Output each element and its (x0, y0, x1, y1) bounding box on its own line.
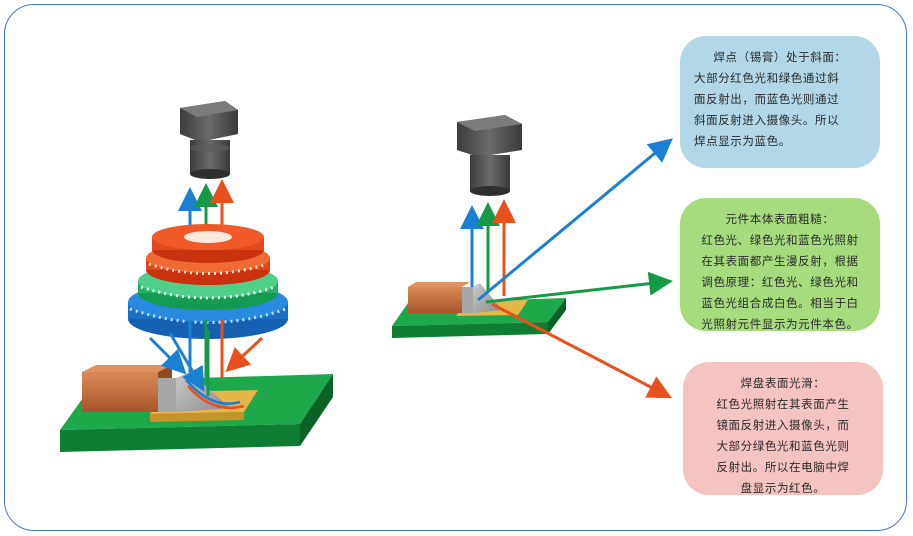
note-component-body: 元件本体表面粗糙： 红色光、绿色光和蓝色光照射 在其表面都产生漫反射，根据 调色… (680, 198, 880, 331)
note-line: 蓝色光组合成白色。相当于白 (701, 296, 859, 310)
note-line: 镜面反射进入摄像头，而 (716, 418, 850, 432)
incident-rays-left (148, 330, 264, 410)
note-line: 调色原理：红色光、绿色光和 (701, 275, 859, 289)
note-line: 盘显示为红色。 (740, 481, 826, 495)
reflected-rays-right (477, 138, 673, 399)
note-solder-joint: 焊点（锡膏）处于斜面： 大部分红色光和绿色通过斜 面反射出，而蓝色光则通过 斜面… (680, 36, 880, 168)
note-line: 红色光照射在其表面产生 (716, 397, 850, 411)
note-title: 焊盘表面光滑： (740, 376, 826, 390)
note-line: 光照射元件显示为元件本色。 (701, 317, 859, 331)
note-line: 反射出。所以在电脑中焊 (716, 460, 850, 474)
note-line: 大部分绿色光和蓝色光则 (716, 439, 850, 453)
camera-icon (457, 115, 522, 196)
ring-light-icon (128, 224, 288, 339)
note-title: 元件本体表面粗糙： (725, 212, 835, 226)
upward-rays-right (460, 199, 516, 296)
outer-frame (4, 4, 907, 531)
note-line: 大部分红色光和绿色通过斜 (694, 71, 840, 85)
note-line: 斜面反射进入摄像头。所以 (694, 113, 840, 127)
note-line: 焊点显示为蓝色。 (694, 134, 791, 148)
note-line: 在其表面都产生漫反射，根据 (701, 254, 859, 268)
component-icon (408, 282, 502, 313)
note-title: 焊点（锡膏）处于斜面： (713, 50, 847, 64)
note-line: 红色光、绿色光和蓝色光照射 (701, 233, 859, 247)
camera-icon (180, 101, 238, 179)
note-line: 面反射出，而蓝色光则通过 (694, 92, 840, 106)
note-solder-pad: 焊盘表面光滑： 红色光照射在其表面产生 镜面反射进入摄像头，而 大部分绿色光和蓝… (683, 362, 883, 495)
